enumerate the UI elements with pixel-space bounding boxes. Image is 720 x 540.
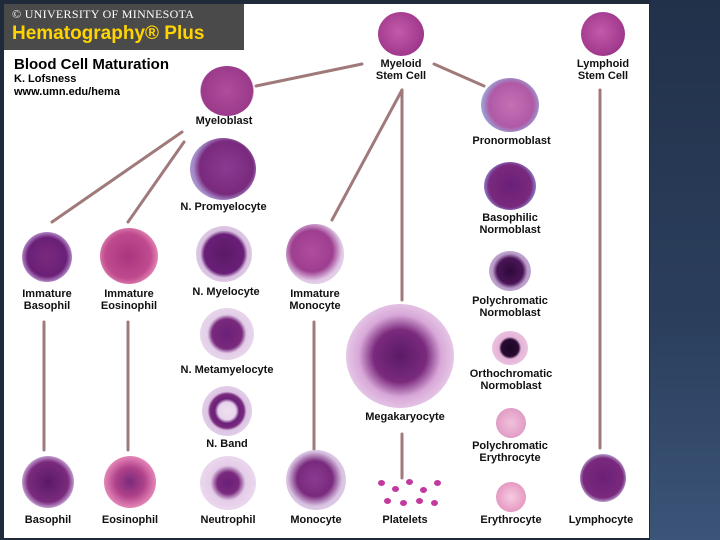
label-pronormoblast: Pronormoblast [454,135,569,147]
n-promyelocyte-cell [190,138,256,200]
basophil-cell [22,456,74,508]
platelet [416,498,423,504]
platelets-cluster [376,478,446,508]
eosinophil-cell [104,456,156,508]
label-lymphoid-stem-cell: Lymphoid Stem Cell [558,58,648,82]
polychromatic-erythrocyte-cell [496,408,526,438]
myeloblast-cell [200,66,254,116]
label-n-band: N. Band [184,438,270,450]
platelet [431,500,438,506]
line-myeloid-to-monocyte [332,90,402,220]
immature-eosinophil-cell [100,228,158,284]
orthochromatic-normoblast-cell [492,331,528,365]
label-immature-basophil: Immature Basophil [4,288,90,312]
platelet [434,480,441,486]
n-myelocyte-cell [196,226,252,282]
label-megakaryocyte: Megakaryocyte [350,411,460,423]
myeloid-stem-cell [378,12,424,56]
label-n-promyelocyte: N. Promyelocyte [166,201,281,213]
label-immature-monocyte: Immature Monocyte [270,288,360,312]
immature-monocyte-cell [286,224,344,284]
label-lymphocyte: Lymphocyte [556,514,646,526]
polychromatic-normoblast-cell [489,251,531,291]
pronormoblast-cell [481,78,539,132]
n-metamyelocyte-cell [200,308,254,360]
label-myeloblast: Myeloblast [174,115,274,127]
erythrocyte-cell [496,482,526,512]
label-platelets: Platelets [362,514,448,526]
lymphocyte-cell [580,454,626,502]
label-n-metamyelocyte: N. Metamyelocyte [162,364,292,376]
label-monocyte: Monocyte [272,514,360,526]
platelet [420,487,427,493]
megakaryocyte-cell [346,304,454,408]
platelet [406,479,413,485]
platelet [392,486,399,492]
monocyte-cell [286,450,346,510]
platelet [400,500,407,506]
label-orthochromatic-normoblast: Orthochromatic Normoblast [448,368,574,392]
immature-basophil-cell [22,232,72,282]
platelet [378,480,385,486]
lymphoid-stem-cell [581,12,625,56]
label-polychromatic-normoblast: Polychromatic Normoblast [450,295,570,319]
label-polychromatic-erythrocyte: Polychromatic Erythrocyte [450,440,570,464]
platelet [384,498,391,504]
label-eosinophil: Eosinophil [86,514,174,526]
label-neutrophil: Neutrophil [184,514,272,526]
label-myeloid-stem-cell: Myeloid Stem Cell [356,58,446,82]
n-band-cell [202,386,252,436]
slide-canvas: © UNIVERSITY OF MINNESOTA Hematography® … [4,4,649,538]
label-n-myelocyte: N. Myelocyte [176,286,276,298]
line-myeloid-to-myeloblast [256,64,362,86]
label-basophil: Basophil [4,514,92,526]
basophilic-normoblast-cell [484,162,536,210]
label-immature-eosinophil: Immature Eosinophil [86,288,172,312]
line-myeloblast-to-basophil [52,132,182,222]
label-erythrocyte: Erythrocyte [468,514,554,526]
label-basophilic-normoblast: Basophilic Normoblast [460,212,560,236]
slide-background-gradient [650,0,720,540]
neutrophil-cell [200,456,256,510]
